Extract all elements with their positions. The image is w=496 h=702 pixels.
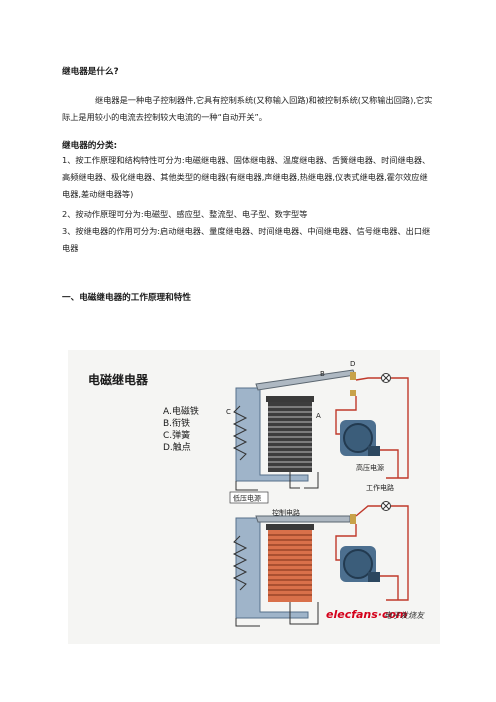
label-high-power: 高压电源 bbox=[356, 463, 384, 472]
watermark-cn: 电子发烧友 bbox=[384, 611, 425, 620]
lamp-icon bbox=[381, 501, 391, 511]
legend-c: C.弹簧 bbox=[163, 429, 190, 441]
label-c: C bbox=[226, 408, 231, 416]
legend-b: B.衔铁 bbox=[163, 417, 190, 429]
spring bbox=[232, 405, 248, 461]
label-low-power: 低压电源 bbox=[233, 494, 261, 503]
section-heading: 一、电磁继电器的工作原理和特性 bbox=[62, 293, 191, 303]
figure-title: 电磁继电器 bbox=[88, 372, 149, 387]
motor-icon bbox=[340, 420, 380, 456]
relay-diagram-svg: 电磁继电器 A.电磁铁 B.衔铁 C.弹簧 D.触点 bbox=[88, 360, 425, 627]
legend-d: D.触点 bbox=[163, 441, 191, 453]
classification-item-3: 3、按继电器的作用可分为:启动继电器、量度继电器、时间继电器、中间继电器、信号继… bbox=[62, 226, 431, 253]
contact bbox=[350, 372, 356, 380]
classification-item-1: 1、按工作原理和结构特性可分为:电磁继电器、固体继电器、温度继电器、舌簧继电器、… bbox=[62, 155, 431, 199]
armature bbox=[255, 369, 356, 391]
relay-diagram: 电磁继电器 A.电磁铁 B.衔铁 C.弹簧 D.触点 bbox=[68, 350, 440, 644]
lamp-icon bbox=[381, 373, 391, 383]
label-work-circuit: 工作电路 bbox=[366, 483, 394, 492]
classification-heading: 继电器的分类: bbox=[62, 141, 117, 151]
relay-top: C A B D bbox=[226, 360, 409, 517]
classification-item-2: 2、按动作原理可分为:电磁型、感应型、整流型、电子型、数字型等 bbox=[62, 209, 308, 219]
label-b: B bbox=[320, 370, 325, 378]
label-a: A bbox=[316, 412, 321, 420]
watermark-site: elecfans·com bbox=[326, 608, 408, 621]
label-control-circuit: 控制电路 bbox=[272, 508, 300, 517]
doc-title: 继电器是什么? bbox=[62, 67, 119, 77]
relay-bottom bbox=[232, 501, 409, 627]
motor-icon bbox=[340, 546, 380, 582]
intro-paragraph: 继电器是一种电子控制器件,它具有控制系统(又称输入回路)和被控制系统(又称输出回… bbox=[62, 95, 433, 122]
label-d: D bbox=[350, 360, 355, 368]
electromagnet-coil-active bbox=[268, 530, 312, 602]
legend-a: A.电磁铁 bbox=[163, 405, 199, 417]
